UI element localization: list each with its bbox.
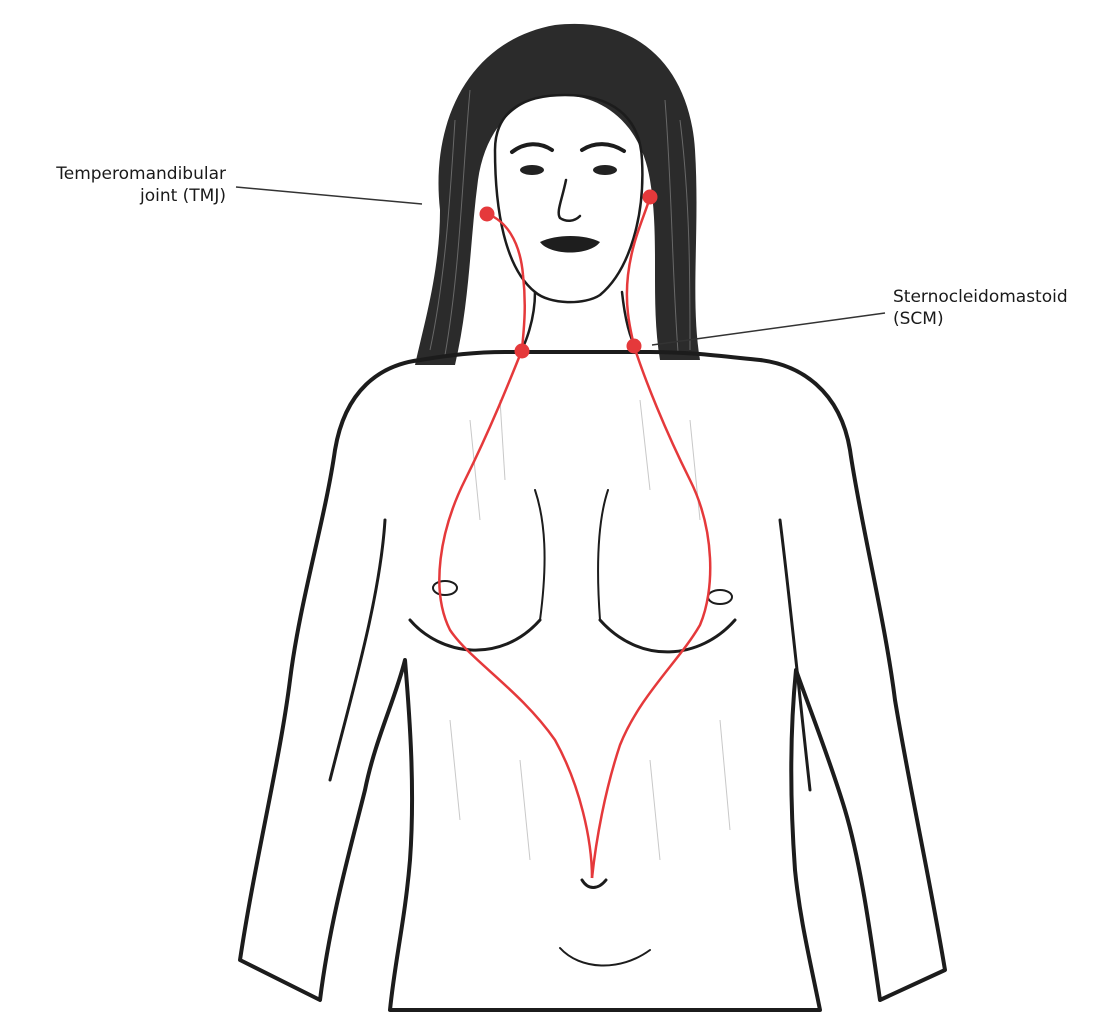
torso [240,352,945,1010]
left-nipple [433,581,457,595]
tmj-leader-line [236,187,422,204]
mouth [540,236,600,253]
right-eye [593,165,617,175]
right-nipple [708,590,732,604]
scm-label-line-2: (SCM) [893,308,1068,330]
left-breast [410,620,540,650]
right-eyebrow [582,144,624,151]
right-breast [600,620,735,652]
right-tmj-dot [643,190,658,205]
leader-lines [236,187,885,345]
scm-label-line-1: Sternocleidomastoid [893,286,1068,308]
torso-shading [450,400,730,860]
right-breast-curve [598,490,608,620]
right-arm-line [780,520,810,790]
tmj-label-line-2: joint (TMJ) [10,185,226,207]
tmj-label-line-1: Temperomandibular [10,163,226,185]
face-outline [495,95,642,302]
lower-belly [560,948,650,966]
navel [582,880,606,888]
scm-label: Sternocleidomastoid (SCM) [893,286,1068,330]
tmj-label: Temperomandibular joint (TMJ) [10,163,226,207]
nose [559,180,580,221]
right-scm-dot [627,339,642,354]
left-eyebrow [512,144,552,152]
hair-mass [415,24,700,365]
hair [415,24,700,365]
left-tmj-dot [480,207,495,222]
left-breast-curve [535,490,545,620]
torso-outline [240,352,945,1010]
left-scm-dot [515,344,530,359]
left-eye [520,165,544,175]
face [495,95,642,302]
